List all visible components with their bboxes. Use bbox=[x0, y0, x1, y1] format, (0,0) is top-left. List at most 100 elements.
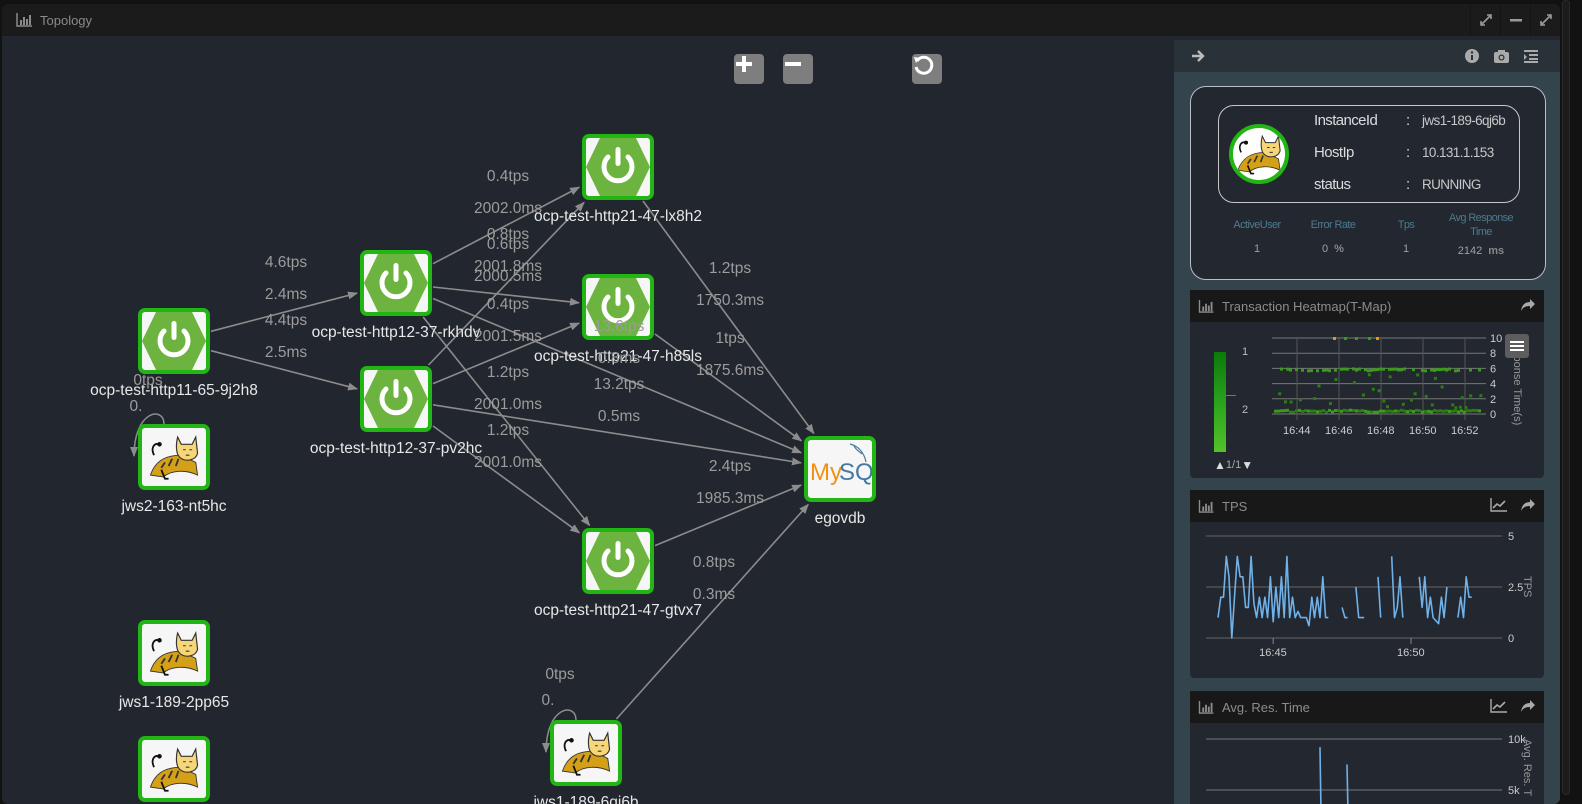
edge-latency-label: 2001.0ms bbox=[473, 396, 543, 413]
spring-power-icon bbox=[364, 254, 428, 312]
line-chart-icon[interactable] bbox=[1490, 699, 1507, 713]
heatmap-x-tick: 16:48 bbox=[1367, 425, 1395, 437]
heatmap-point bbox=[1352, 367, 1355, 371]
node-h85ls[interactable] bbox=[582, 274, 654, 340]
node-lx8h2[interactable] bbox=[582, 134, 654, 200]
node-rkhdv[interactable] bbox=[360, 250, 432, 316]
heatmap-point bbox=[1349, 408, 1352, 412]
expand-button[interactable] bbox=[1470, 4, 1500, 36]
edge-pv2hc-gtvx7[interactable] bbox=[432, 425, 581, 534]
edge-h85ls-egovdb[interactable] bbox=[654, 333, 803, 442]
zoom-in-button[interactable] bbox=[734, 54, 764, 84]
plus-icon bbox=[736, 56, 752, 72]
self-loop-edge[interactable] bbox=[130, 413, 165, 457]
self-loop-edge[interactable] bbox=[542, 709, 577, 753]
node-gtvx7[interactable] bbox=[582, 528, 654, 594]
heatmap-point bbox=[1361, 393, 1365, 397]
legend-tick-label: 2 bbox=[1242, 404, 1249, 416]
heatmap-point bbox=[1412, 368, 1415, 372]
edge-rkhdv-h85ls[interactable] bbox=[432, 286, 581, 306]
edge-rkhdv-gtvx7[interactable] bbox=[422, 316, 591, 527]
heatmap-point bbox=[1344, 337, 1347, 340]
spring-power-icon bbox=[586, 532, 650, 590]
node-hc7dh[interactable] bbox=[138, 736, 210, 802]
edge-latency-label: 2001.8ms bbox=[473, 258, 543, 275]
list-indent-icon[interactable] bbox=[1523, 48, 1539, 64]
share-icon[interactable] bbox=[1520, 498, 1536, 512]
edge-tps-label: 1tps bbox=[715, 330, 745, 347]
minimize-button[interactable] bbox=[1500, 4, 1530, 36]
heatmap-point bbox=[1307, 409, 1310, 413]
heatmap-point bbox=[1331, 410, 1334, 414]
node-label: jws2-163-nt5hc bbox=[121, 498, 227, 515]
edge-rkhdv-lx8h2[interactable] bbox=[432, 186, 581, 265]
heatmap-point bbox=[1466, 409, 1469, 413]
heatmap-menu-button[interactable] bbox=[1505, 334, 1529, 358]
heatmap-point bbox=[1463, 410, 1466, 414]
edge-9j2h8-pv2hc[interactable] bbox=[210, 349, 359, 391]
minus-icon bbox=[785, 62, 801, 66]
heatmap-point bbox=[1319, 409, 1322, 413]
heatmap-point bbox=[1442, 409, 1445, 413]
node-2pp65[interactable] bbox=[138, 620, 210, 686]
heatmap-y-tick: 0 bbox=[1490, 409, 1496, 421]
heatmap-point bbox=[1412, 409, 1415, 413]
node-6qj6b[interactable] bbox=[550, 720, 622, 786]
heatmap-point bbox=[1317, 384, 1321, 388]
metric-label: Tps bbox=[1397, 219, 1415, 231]
node-pv2hc[interactable] bbox=[360, 366, 432, 432]
arrow-right-icon[interactable] bbox=[1190, 48, 1206, 64]
heatmap-point bbox=[1424, 409, 1427, 413]
node-9j2h8[interactable] bbox=[138, 308, 210, 374]
share-icon[interactable] bbox=[1520, 699, 1536, 713]
reset-button[interactable] bbox=[912, 54, 942, 84]
tps-y-tick: 5 bbox=[1508, 531, 1514, 543]
zoom-out-button[interactable] bbox=[783, 54, 813, 84]
info-icon[interactable] bbox=[1464, 48, 1480, 64]
edge-gtvx7-egovdb[interactable] bbox=[654, 484, 803, 547]
minimize-icon bbox=[1509, 19, 1522, 22]
edge-tps-label: 13.6tps bbox=[593, 318, 645, 335]
heatmap-point bbox=[1304, 409, 1307, 413]
metric-label: Error Rate bbox=[1310, 219, 1356, 231]
heatmap-y-tick: 2 bbox=[1490, 394, 1496, 406]
heatmap-point bbox=[1280, 409, 1283, 413]
edge-rkhdv-egovdb[interactable] bbox=[432, 297, 803, 454]
heatmap-point bbox=[1430, 368, 1433, 372]
pager-up-icon[interactable]: ▲ bbox=[1214, 458, 1226, 472]
node-egovdb[interactable] bbox=[804, 436, 876, 502]
fullscreen-button[interactable] bbox=[1530, 4, 1560, 36]
heatmap-y-tick: 4 bbox=[1490, 379, 1496, 391]
heatmap-point bbox=[1274, 409, 1277, 413]
share-icon[interactable] bbox=[1520, 298, 1536, 312]
heatmap-point bbox=[1340, 367, 1343, 371]
heatmap-point bbox=[1376, 337, 1379, 340]
heatmap-point bbox=[1397, 409, 1400, 413]
node-label: ocp-test-http11-65-9j2h8 bbox=[90, 382, 258, 399]
line-chart-icon[interactable] bbox=[1490, 498, 1507, 512]
edge-lx8h2-egovdb[interactable] bbox=[642, 200, 815, 435]
edge-pv2hc-h85ls[interactable] bbox=[432, 322, 581, 385]
heatmap-point bbox=[1391, 367, 1394, 371]
heatmap-point bbox=[1442, 367, 1445, 371]
page-scrollbar[interactable] bbox=[1562, 0, 1570, 795]
heatmap-title: Transaction Heatmap(T-Map) bbox=[1222, 298, 1392, 314]
heatmap-point bbox=[1310, 369, 1313, 373]
edge-latency-label: 2002.0ms bbox=[473, 200, 543, 217]
heatmap-point bbox=[1430, 410, 1433, 414]
pager-down-icon[interactable]: ▼ bbox=[1241, 458, 1254, 472]
heatmap-point bbox=[1322, 409, 1325, 413]
edge-pv2hc-egovdb[interactable] bbox=[432, 404, 803, 466]
edge-9j2h8-rkhdv[interactable] bbox=[210, 291, 359, 333]
edge-latency-label: 0.8ms bbox=[597, 350, 641, 367]
heatmap-point bbox=[1406, 410, 1409, 414]
edge-6qj6b-egovdb[interactable] bbox=[615, 503, 809, 720]
node-nt5hc[interactable] bbox=[138, 424, 210, 490]
edge-pv2hc-lx8h2[interactable] bbox=[427, 201, 585, 366]
camera-icon[interactable] bbox=[1493, 48, 1510, 64]
